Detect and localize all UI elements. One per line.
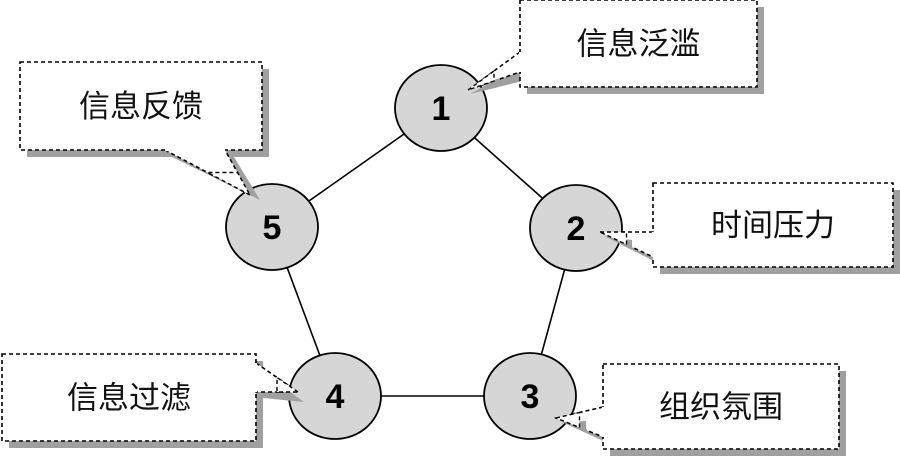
callout-1: 信息泛滥 xyxy=(467,0,764,94)
node-3: 3 xyxy=(483,352,577,440)
node-circle xyxy=(529,184,623,272)
pointer-tip xyxy=(553,411,581,429)
node-4: 4 xyxy=(288,352,382,440)
node-circle xyxy=(483,352,577,440)
callout-2: 时间压力 xyxy=(599,182,900,274)
node-number: 3 xyxy=(521,378,540,416)
nodes: 1 2 3 4 5 xyxy=(207,64,632,440)
callout-text: 时间压力 xyxy=(711,208,835,244)
node-number: 4 xyxy=(326,378,345,416)
node-number: 1 xyxy=(432,90,451,128)
node-1: 1 xyxy=(394,64,488,152)
callout-box xyxy=(652,182,894,268)
callout-box xyxy=(519,0,758,88)
node-circle xyxy=(394,64,488,152)
node-number: 5 xyxy=(263,209,282,247)
callout-4: 信息过滤 xyxy=(1,353,304,448)
callout-text: 信息过滤 xyxy=(67,381,191,417)
pointer-tip xyxy=(207,171,252,197)
callout-3: 组织氛围 xyxy=(553,363,846,456)
node-2: 2 xyxy=(529,184,623,272)
callout-text: 信息泛滥 xyxy=(577,27,701,63)
pointer-tip xyxy=(276,376,301,393)
node-circle xyxy=(225,183,319,271)
callout-box xyxy=(19,61,263,151)
callout-5: 信息反馈 xyxy=(19,61,269,200)
node-5: 5 xyxy=(225,183,319,271)
callout-box xyxy=(1,353,257,442)
pointer-tip xyxy=(467,69,495,91)
callout-box xyxy=(602,363,840,450)
node-number: 2 xyxy=(567,210,586,248)
callout-text: 信息反馈 xyxy=(79,89,203,125)
pointer-tip xyxy=(599,231,628,246)
callout-text: 组织氛围 xyxy=(659,390,783,426)
